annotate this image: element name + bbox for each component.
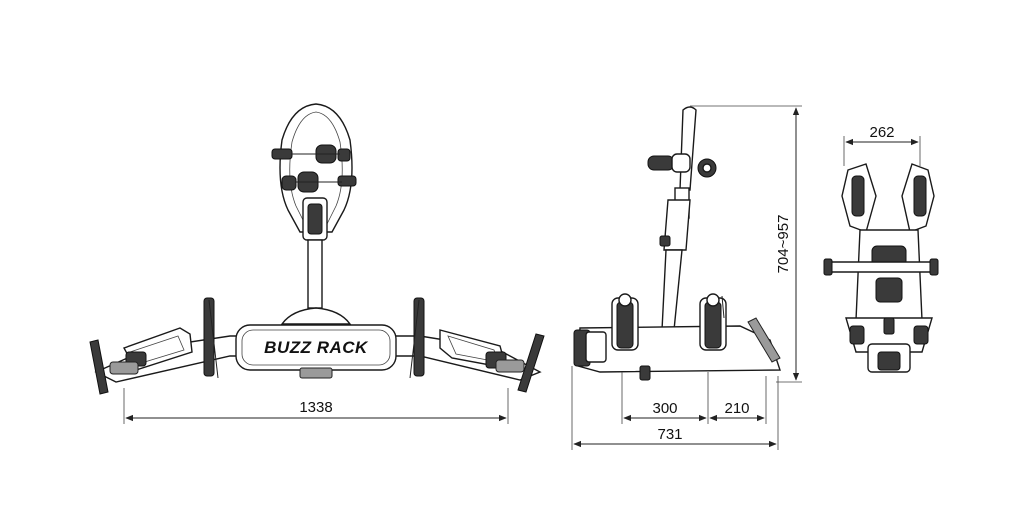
front-clamp-upper	[271, 144, 351, 164]
side-wheel-holder-1	[611, 293, 639, 351]
dim-label-1338: 1338	[299, 399, 332, 416]
dim-label-731: 731	[657, 426, 682, 443]
dim-label-300: 300	[652, 400, 677, 417]
dimension-side-depth: 300 210 731	[571, 366, 779, 450]
side-clamp-head	[647, 153, 717, 178]
front-clamp-lower	[281, 171, 357, 193]
front-view: BUZZ RACK 1338	[89, 103, 545, 424]
dim-label-704-957: 704~957	[775, 215, 792, 274]
brand-logo: BUZZ RACK	[264, 338, 369, 357]
side-wheel-holder-2	[699, 293, 727, 351]
front-left-tray	[89, 297, 219, 395]
side-view: 704~957 300 210 731	[571, 105, 802, 450]
dim-label-262: 262	[869, 124, 894, 141]
dimension-side-height: 704~957	[690, 105, 802, 383]
dim-label-210: 210	[724, 400, 749, 417]
dimension-front-width: 1338	[123, 388, 509, 424]
front-right-tray	[409, 297, 545, 393]
folded-view: 262	[823, 124, 939, 373]
dimension-folded-width: 262	[843, 124, 921, 166]
